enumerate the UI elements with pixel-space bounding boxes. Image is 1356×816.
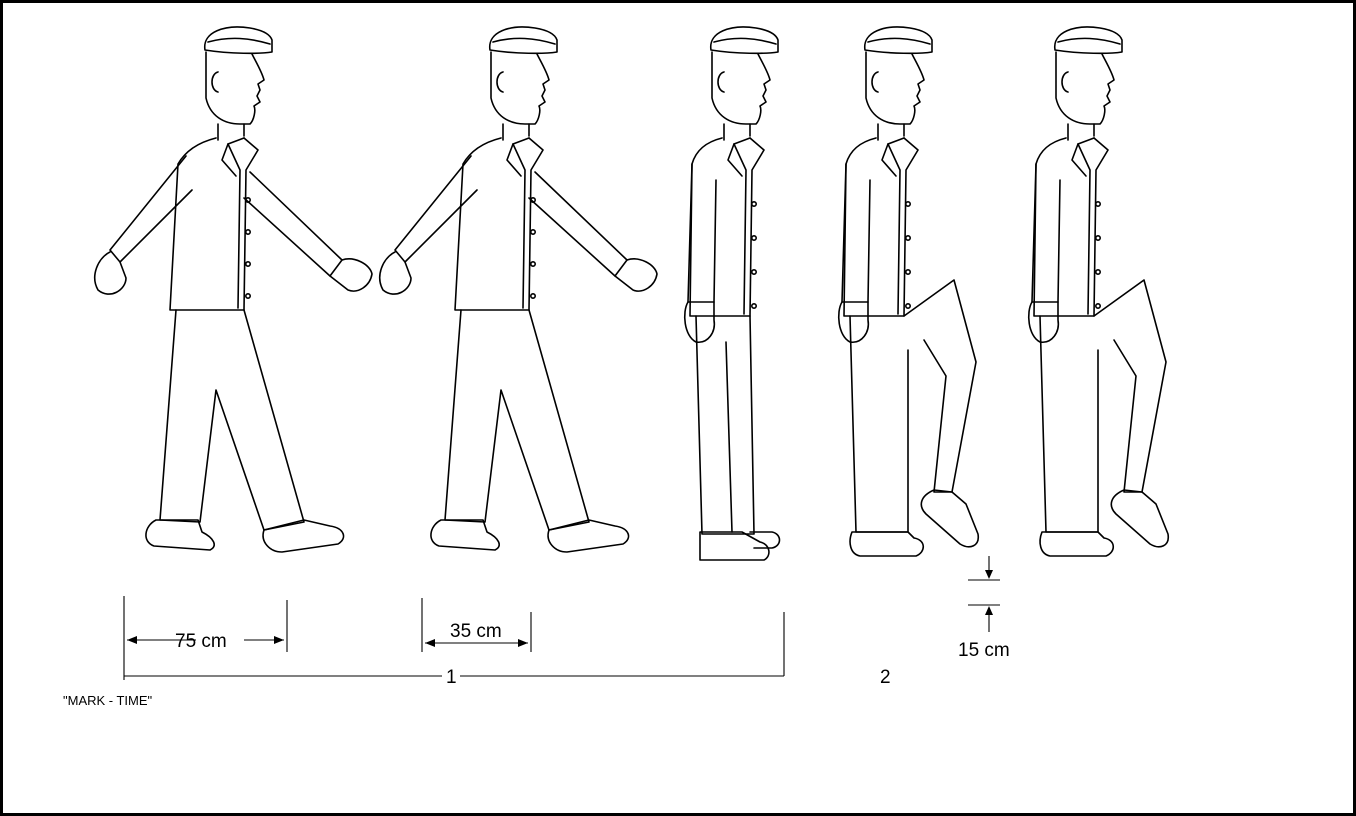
dimension-75cm: 75 cm [123,596,288,680]
figure-walking-short-step [380,27,657,552]
caption-mark-time: "MARK - TIME" [63,693,153,708]
figure-mark-time-2 [1029,27,1169,556]
dimension-35cm: 35 cm [421,598,532,652]
group-1-bracket: 1 [124,612,785,688]
label-75cm: 75 cm [175,631,227,652]
figure-walking-long-step [95,27,372,552]
figure-standing [685,27,780,560]
group-1-label: 1 [446,667,457,688]
group-2-label: 2 [880,667,891,688]
dimension-15cm: 15 cm [958,556,1010,661]
figure-mark-time-1 [839,27,979,556]
label-35cm: 35 cm [450,621,502,642]
label-15cm: 15 cm [958,640,1010,661]
